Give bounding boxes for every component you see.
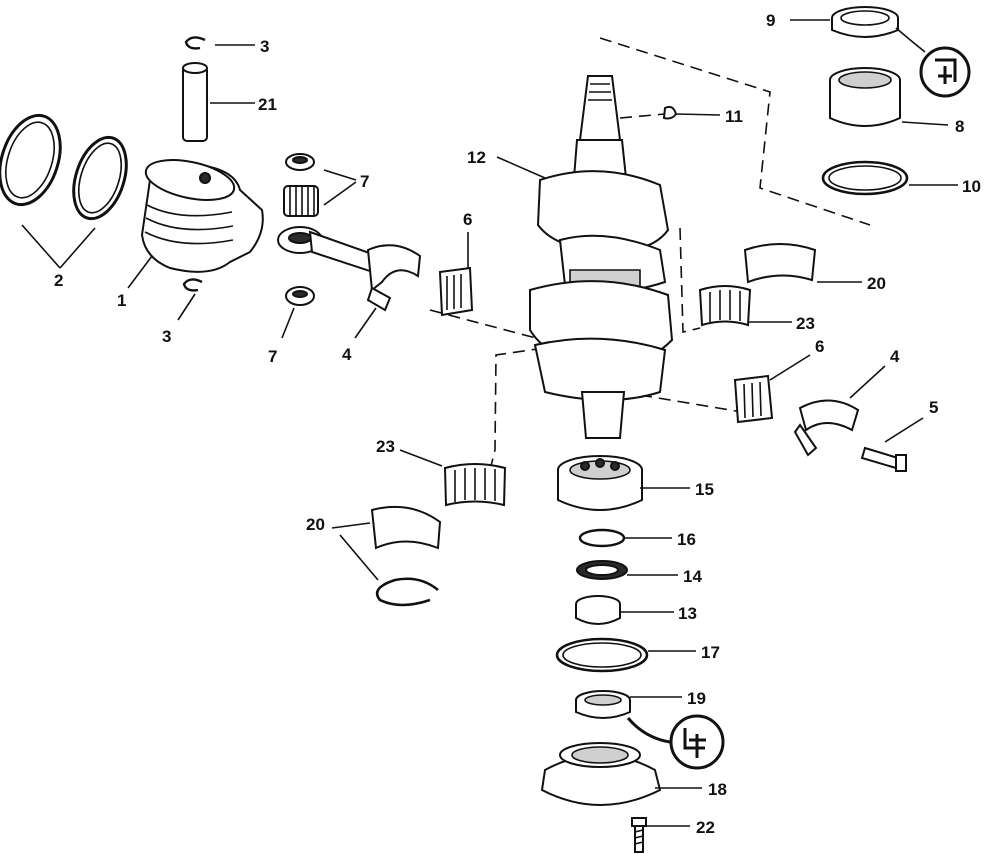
snap-ring: [578, 528, 626, 548]
end-cap: [540, 742, 662, 806]
callout-13: 13: [678, 604, 697, 623]
callout-4-left: 4: [342, 345, 352, 364]
sealant-application-icon: [626, 714, 725, 770]
callout-6-right: 6: [815, 337, 824, 356]
callout-7-bottom: 7: [268, 347, 277, 366]
callout-1: 1: [117, 291, 126, 310]
top-bearing: [829, 67, 901, 127]
cage-bearing-right-23: [698, 285, 752, 327]
crankshaft: [529, 75, 674, 439]
cage-bearing-upper: [438, 266, 474, 317]
callout-21: 21: [258, 95, 277, 114]
callout-5: 5: [929, 398, 938, 417]
callout-3-bottom: 3: [162, 327, 171, 346]
ball-bearing: [557, 455, 643, 511]
callout-7-top: 7: [360, 172, 369, 191]
piston-rings: [0, 113, 128, 221]
callout-17: 17: [701, 643, 720, 662]
bearing-half-left: [370, 505, 442, 550]
callout-10: 10: [962, 177, 981, 196]
top-seal: [831, 6, 899, 38]
callout-8: 8: [955, 117, 964, 136]
top-o-ring: [821, 160, 909, 196]
callout-14: 14: [683, 567, 702, 586]
callout-23-left: 23: [376, 437, 395, 456]
woodruff-key: [662, 105, 678, 120]
cage-bearing-right: [733, 374, 774, 424]
callout-6-upper: 6: [463, 210, 472, 229]
callout-11: 11: [725, 107, 743, 126]
bearing-half-right: [743, 243, 817, 284]
lower-seal: [575, 690, 631, 719]
callout-20-left: 20: [306, 515, 325, 534]
lubricant-application-icon: [895, 27, 971, 98]
piston: [140, 159, 264, 273]
callout-9: 9: [766, 11, 775, 30]
leader-lines: [21, 19, 958, 827]
callout-2: 2: [54, 271, 63, 290]
callout-3-top: 3: [260, 37, 269, 56]
needle-bearing-and-washers: [283, 153, 319, 306]
callout-12: 12: [467, 148, 486, 167]
callout-18: 18: [708, 780, 727, 799]
connecting-rod: [277, 226, 422, 312]
callout-22: 22: [696, 818, 715, 837]
callout-23-right: 23: [796, 314, 815, 333]
callout-19: 19: [687, 689, 706, 708]
cage-bearing-left-23: [443, 463, 507, 507]
rod-bolt: [860, 446, 907, 472]
callout-20-right: 20: [867, 274, 886, 293]
cap-screw: [631, 817, 647, 853]
callout-labels: 2 1 3 21 3 7 7 4 6 12 11 9 8 10 20 23 6 …: [54, 11, 981, 837]
rod-cap: [793, 399, 860, 457]
callout-16: 16: [677, 530, 696, 549]
sleeve: [575, 595, 621, 625]
retaining-ring-left: [375, 577, 439, 607]
lower-o-ring: [555, 637, 649, 673]
callout-15: 15: [695, 480, 714, 499]
callout-4-right: 4: [890, 347, 900, 366]
retaining-clips: [182, 36, 206, 292]
oil-seal: [576, 560, 628, 580]
piston-pin: [182, 62, 208, 142]
